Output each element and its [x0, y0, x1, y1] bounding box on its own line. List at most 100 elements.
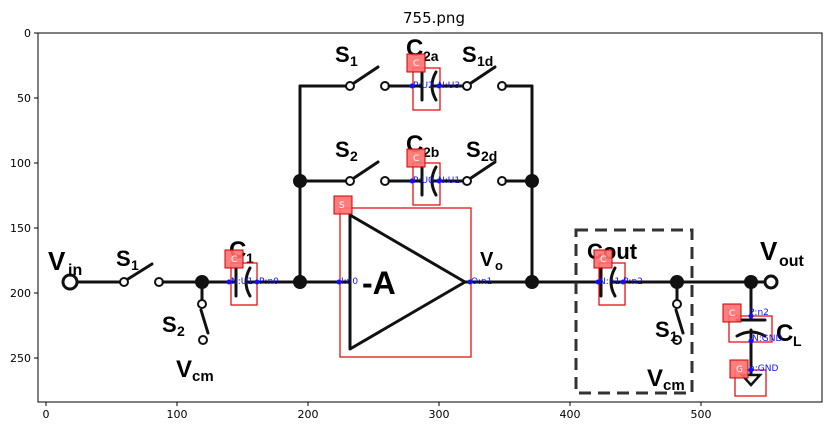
tag-label: C	[413, 154, 419, 164]
switch-s1-left	[126, 262, 154, 281]
y-tick-label: 200	[10, 287, 31, 300]
y-tick-label: 250	[10, 352, 31, 365]
cl-label: C	[776, 320, 793, 347]
y-axis: 0 50 100 150 200 250	[10, 27, 38, 365]
switch-contact	[345, 176, 355, 186]
s2-mid-label-sub: 2	[350, 148, 358, 164]
y-tick-label: 0	[24, 27, 31, 40]
pin-label: n:GND	[749, 364, 778, 374]
c2a-label-sub: 2a	[423, 48, 439, 64]
s2d-label: S	[466, 137, 481, 162]
tag-label: G	[736, 365, 743, 375]
pin-dot	[748, 313, 754, 319]
pin-label: P:n0	[259, 277, 279, 287]
detection-c2a: C P:U2 N:U3	[406, 53, 460, 111]
tag-box	[406, 53, 426, 73]
plot-frame	[37, 32, 823, 403]
switch-contact	[197, 299, 207, 309]
tag-box	[722, 303, 742, 323]
switch-s1d	[469, 65, 497, 85]
s1-left-label: S	[116, 246, 131, 271]
pin-dot	[467, 279, 473, 285]
pin-label: O:n1	[471, 277, 492, 287]
pin-label: P:n2	[623, 277, 643, 287]
tag-label: C	[231, 255, 237, 265]
s2-mid-label: S	[335, 137, 350, 162]
pin-dot	[595, 279, 601, 285]
c1-label-sub: 1	[246, 250, 254, 266]
tag-label: C	[729, 309, 735, 319]
switch-contact	[119, 277, 129, 287]
tag-label: C	[600, 255, 606, 265]
s1-left-label-sub: 1	[131, 257, 139, 273]
x-tick-label: 300	[429, 408, 450, 421]
pin-label: N:U1	[231, 277, 253, 287]
switch-s2-mid	[352, 160, 380, 180]
s1d-label: S	[462, 42, 477, 67]
vin-label-sub: in	[68, 262, 82, 279]
x-tick-label: 100	[167, 408, 188, 421]
switch-s1-top	[352, 65, 380, 85]
pin-label: P:n2	[749, 308, 769, 318]
switch-s2-left	[199, 308, 210, 335]
vcm-left-label-sub: cm	[192, 368, 214, 385]
tag-label: S	[339, 201, 345, 211]
s1-top-label: S	[335, 42, 350, 67]
junction-dot	[525, 174, 539, 188]
pin-dot	[620, 279, 626, 285]
amplifier-triangle	[348, 213, 467, 351]
pin-dot	[254, 279, 260, 285]
tag-box	[333, 195, 353, 215]
pin-dot	[409, 83, 415, 89]
x-tick-label: 500	[691, 408, 712, 421]
vout-label-sub: out	[779, 253, 805, 270]
vcm-left-label: V	[176, 356, 192, 383]
s2d-label-sub: 2d	[481, 148, 497, 164]
x-tick-label: 400	[560, 408, 581, 421]
switch-contact	[672, 299, 682, 309]
switch-contact	[672, 335, 682, 345]
pin-label: N:U1	[438, 176, 460, 186]
detection-overlays: C N:U1 P:n0 C P:U2 N:U3 C P:U0 N:U1	[224, 53, 782, 397]
s1d-label-sub: 1d	[477, 53, 493, 69]
x-tick-label: 0	[43, 408, 50, 421]
pin-dot	[436, 83, 442, 89]
y-tick-label: 100	[10, 157, 31, 170]
bbox	[412, 162, 441, 206]
s2-left-label: S	[162, 312, 177, 337]
tag-box	[406, 148, 426, 168]
x-axis: 0 100 200 300 400 500	[43, 402, 712, 421]
detection-cl: C P:n2 N:GND	[722, 303, 782, 344]
pin-dot	[226, 279, 232, 285]
bbox	[412, 67, 441, 111]
s2-left-label-sub: 2	[177, 323, 185, 339]
switch-contact	[462, 176, 472, 186]
switch-contact	[462, 81, 472, 91]
s1-right-label-sub: 1	[670, 328, 678, 344]
vout-terminal	[763, 274, 779, 290]
detection-ground: G n:GND	[729, 359, 778, 397]
pin-dot	[748, 338, 754, 344]
s1-right-label: S	[655, 317, 670, 342]
amplifier-gain-label: -A	[362, 265, 396, 301]
pin-label: P:U0	[413, 176, 434, 186]
x-tick-label: 200	[298, 408, 319, 421]
s1-top-label-sub: 1	[350, 53, 358, 69]
pin-dot	[336, 279, 342, 285]
tag-box	[729, 359, 749, 379]
figure-title: 755.png	[403, 9, 465, 27]
pin-dot	[748, 367, 754, 373]
pin-label: N:n1	[599, 277, 620, 287]
tag-box	[593, 249, 613, 269]
y-tick-label: 150	[10, 222, 31, 235]
switch-s2d	[469, 160, 497, 180]
vcm-right-label-sub: cm	[663, 377, 685, 394]
pin-label: P:U2	[413, 81, 434, 91]
cl-label-sub: L	[793, 333, 802, 349]
pin-label: N:U3	[438, 81, 460, 91]
vin-label: V	[48, 246, 66, 276]
c2b-label-sub: 2b	[423, 144, 439, 160]
pin-dot	[409, 178, 415, 184]
tag-box	[224, 249, 244, 269]
